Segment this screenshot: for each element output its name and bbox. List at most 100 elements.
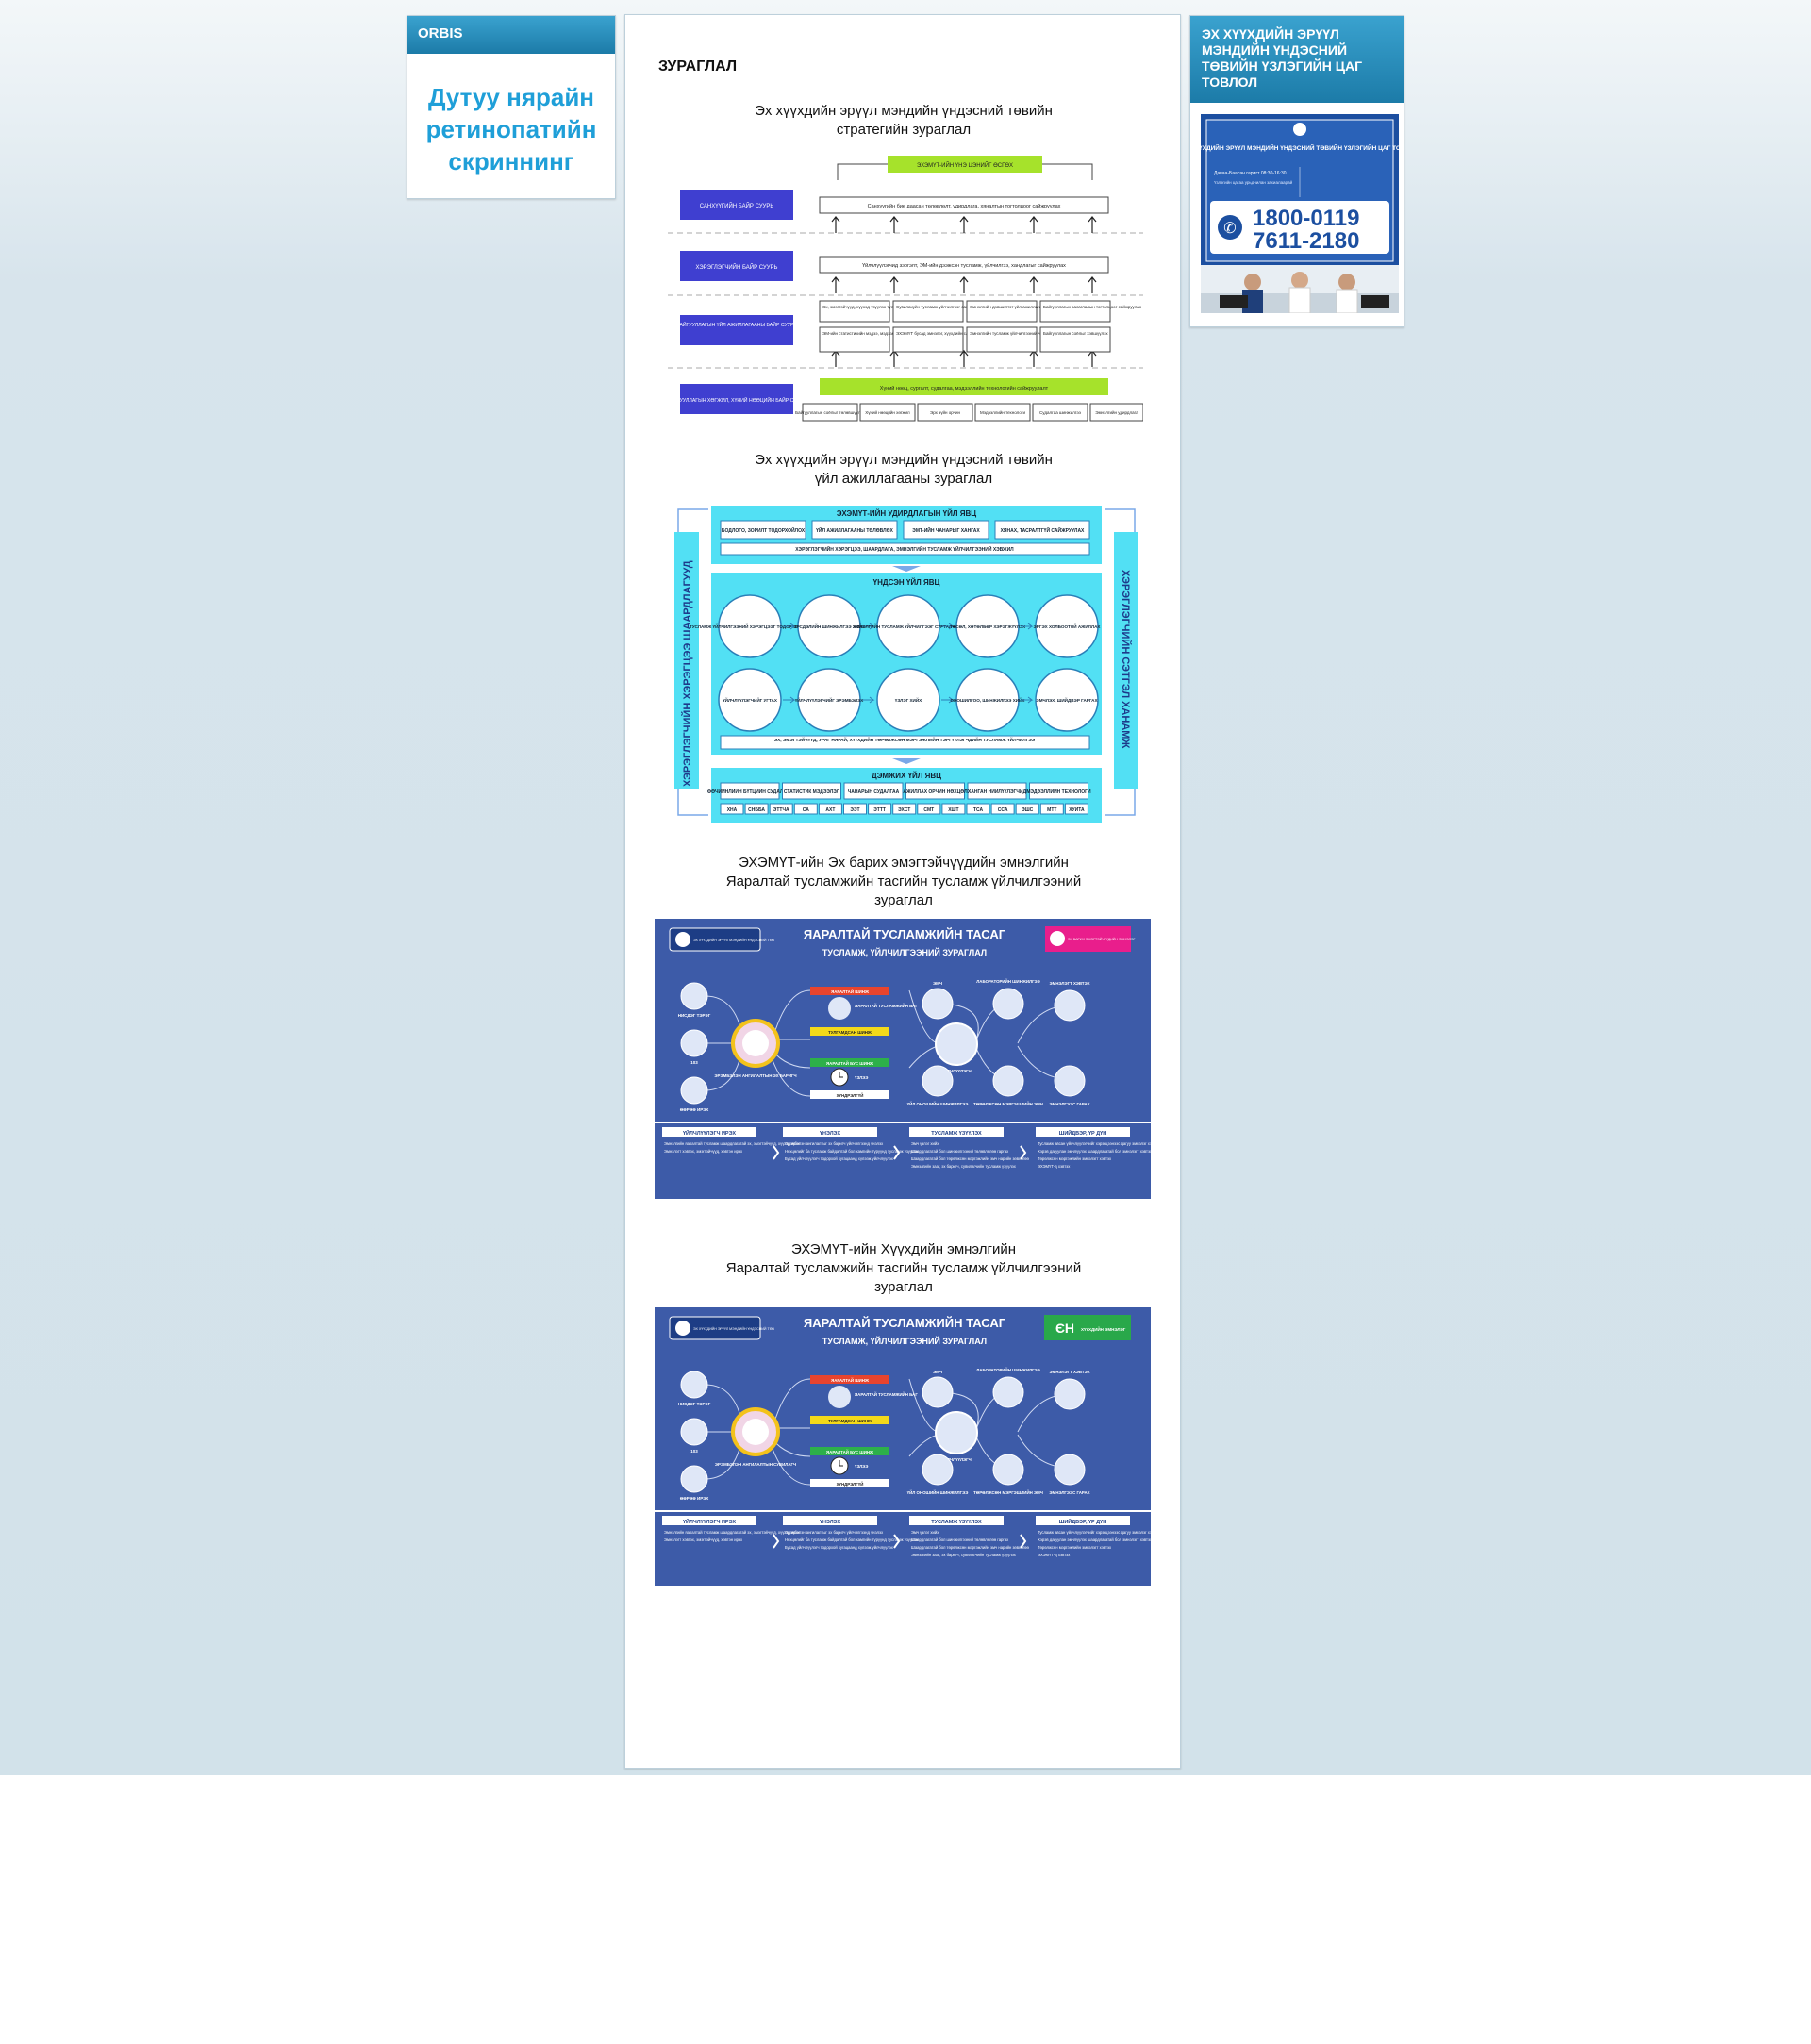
priority-bar (810, 1058, 889, 1067)
triage-label: ЭРЭМБЭЛЭН АНГИЛАЛТЫН СУВИЛАГЧ (715, 1462, 796, 1467)
step-tab (662, 1127, 756, 1137)
flow-line (772, 1378, 811, 1486)
figure-caption: ЭХЭМҮТ-ийн Эх барих эмэгтэйчүүдийн эмнэл… (625, 854, 1182, 910)
clock-hands (839, 1072, 843, 1078)
step-note: Төрөлжсөн мэргэжлийн эмнэлэгт хэвтэх (1038, 1545, 1112, 1550)
retinopathy-screening-link[interactable]: Дутуу нярайн ретинопатийн скриннинг (407, 54, 615, 177)
patient-label: ҮЙЛЧЛҮҮЛЭГЧ (941, 1069, 972, 1073)
infographic-background (655, 1307, 1151, 1586)
process-circle (1035, 668, 1099, 732)
figure-caption: Эх хүүхдийн эрүүл мэндийн үндэсний төвий… (625, 451, 1182, 489)
abbrev-box (917, 803, 941, 815)
caption-line: Яаралтай тусламжийн тасгийн тусламж үйлч… (725, 873, 1082, 889)
step-note: Эмч үзлэг хийх (911, 1530, 939, 1535)
role-label: ЭМНЭЛЭГТ ХЭВТЭХ (1049, 981, 1089, 986)
source-icon (680, 1029, 708, 1057)
abbrev-box (793, 803, 818, 815)
top-goal-box (888, 156, 1042, 173)
role-label: ТӨРӨЛЖСӨН МЭРГЭШЛИЙН ЭМЧ (973, 1490, 1043, 1495)
team-label: ЯАРАЛТАЙ ТУСЛАМЖИЙН БАГ (855, 1004, 918, 1008)
page-title: ЗУРАГЛАЛ (658, 58, 738, 75)
level-label: САНХҮҮГИЙН БАЙР СУУРЬ (700, 202, 774, 209)
support-box-label: ХАНГАН НИЙЛҮҮЛЭГЧИД (968, 788, 1027, 795)
support-box (906, 782, 965, 800)
process-circle-label: ЭМЧЛЭХ, ШИЙДВЭР ГАРГАХ (1036, 696, 1098, 703)
abbrev-box (966, 803, 990, 815)
source-label: 103 (690, 1060, 698, 1065)
process-circle (718, 668, 782, 732)
role-icon (992, 988, 1024, 1020)
step-tab (909, 1127, 1004, 1137)
priority-bar (810, 987, 889, 995)
figure-caption: ЭХЭМҮТ-ийн Хүүхдийн эмнэлгийн Яаралтай т… (625, 1240, 1182, 1297)
step-note: Нөхцөлийг ба тусламж байдалтай бол хамги… (785, 1537, 919, 1542)
step-label: ТУСЛАМЖ ҮЗҮҮЛЭХ (931, 1520, 982, 1525)
hotline-banner[interactable]: ЭХ ХҮҮХДИЙН ЭРҮҮЛ МЭНДИЙН ҮНДЭСНИЙ ТӨВИЙ… (1201, 114, 1399, 313)
abbrev-box (1039, 803, 1064, 815)
svg-text:Сувилахуйн тусламж үйлчилгээг: Сувилахуйн тусламж үйлчилгээг сайжруулах (896, 304, 985, 309)
process-circle-label: ҮЙЛЧЛҮҮЛЭГЧИЙГ УГТАХ (723, 696, 778, 703)
step-label: ҮНЭЛЭХ (820, 1131, 840, 1137)
caption-line: Эх хүүхдийн эрүүл мэндийн үндэсний төвий… (755, 452, 1053, 468)
step-note: Нөхцөлийг ба тусламж байдалтай бол хамги… (785, 1149, 919, 1154)
flow-line (908, 1378, 1071, 1469)
role-icon (1054, 1065, 1086, 1097)
abbrev-box (990, 803, 1015, 815)
role-icon (992, 1065, 1024, 1097)
maternity-badge-text: ЭХ БАРИХ ЭМЭГТЭЙЧҮҮДИЙН ЭМНЭЛЭГ (1068, 938, 1136, 941)
role-label: ҮЙЛ ОНОШИЙН ШИНЖИЛГЭЭ (907, 1490, 969, 1495)
orbis-panel-header: ORBIS (407, 16, 615, 54)
support-box (1029, 782, 1088, 800)
promo-line: Дутуу нярайн (427, 83, 595, 111)
triage-label: ЭРЭМБЭЛЭН АНГИЛАЛТЫН ЭХ БАРИГЧ (714, 1073, 796, 1078)
abbrev-box (1015, 803, 1039, 815)
process-circle-label: ОНОШИЛГОО, ШИНЖИЛГЭЭ ХИЙХ (951, 696, 1026, 703)
orbis-panel: ORBIS Дутуу нярайн ретинопатийн скриннин… (407, 15, 616, 199)
step-tab (909, 1516, 1004, 1525)
process-circle-label: ЭРСДЭЛИЙН ШИНЖИЛГЭЭ ХИЙХ (793, 623, 865, 629)
svg-text:Байгууллагын соёлыг хэвшүүлэх: Байгууллагын соёлыг хэвшүүлэх (1043, 330, 1108, 336)
step-chevron (773, 1145, 780, 1160)
step-chevron (893, 1145, 901, 1160)
source-icon (680, 1076, 708, 1105)
caption-line: Яаралтай тусламжийн тасгийн тусламж үйлч… (725, 1260, 1082, 1276)
process-circle (876, 668, 940, 732)
process-circle (955, 594, 1020, 658)
abbrev-label: ЭЭТ (850, 807, 859, 813)
role-icon (922, 1454, 954, 1486)
step-tab (1036, 1127, 1130, 1137)
appointment-panel-header: ЭХ ХҮҮХДИЙН ЭРҮҮЛ МЭНДИЙН ҮНДЭСНИЙ ТӨВИЙ… (1190, 16, 1404, 103)
infographic-subtitle: ТУСЛАМЖ, ҮЙЛЧИЛГЭЭНИЙ ЗУРАГЛАЛ (822, 1336, 987, 1346)
exam-label: ҮЗЛЭЭ (855, 1464, 868, 1469)
source-icon (680, 1371, 708, 1399)
exam-label: ҮЗЛЭЭ (855, 1075, 868, 1080)
customer-box-text: Үйлчлүүлэгчид зэргэлт, ЭМ-ийн дээжсэн ту… (862, 262, 1066, 269)
role-icon (1054, 989, 1086, 1022)
step-chevron (893, 1534, 901, 1549)
support-header: ДЭМЖИХ ҮЙЛ ЯВЦ (872, 772, 941, 780)
role-label: ЛАБОРАТОРИЙН ШИНЖИЛГЭЭ (976, 1368, 1040, 1372)
step-label: ҮЙЛЧЛҮҮЛЭГЧ ИРЭХ (683, 1129, 736, 1137)
step-note: ЭХЭМҮТ-д хэвтэх (1038, 1553, 1071, 1557)
caption-line: зураглал (874, 892, 933, 908)
role-icon (922, 1376, 954, 1408)
step-note: Шаардлагатай бол шинжилгээний төлөвлөлөө… (911, 1537, 1009, 1542)
priority-label: ЯАРАЛТАЙ ШИНЖ (831, 989, 869, 994)
logo-icon (675, 932, 690, 947)
phone-number: 1800-0119 (1253, 206, 1359, 231)
svg-text:Эх, эмэгтэйчүүд, хүүхэд үзүүлэ: Эх, эмэгтэйчүүд, хүүхэд үзүүлэх тусламж … (822, 304, 952, 309)
step-chevron (773, 1534, 780, 1549)
abbrev-label: СА (803, 807, 809, 813)
abbrev-label: МТТ (1047, 807, 1056, 813)
infographic-subtitle: ТУСЛАМЖ, ҮЙЛЧИЛГЭЭНИЙ ЗУРАГЛАЛ (822, 947, 987, 957)
caption-line: ЭХЭМҮТ-ийн Хүүхдийн эмнэлгийн (790, 1241, 1017, 1257)
strategy-map-diagram: ЭХЭМҮТ-ИЙН ҮНЭ ЦЭНИЙГ ӨСГӨХ САНХҮҮГИЙН Б… (668, 152, 1143, 425)
step-note: Төрөлжсөн мэргэжлийн эмнэлэгт хэвтэх (1038, 1156, 1112, 1161)
flow-arrow (783, 696, 796, 704)
process-circle-label: ҮЙЛЧЛҮҮЛЭГЧИЙГ ЭРЭМБЭЛЭХ (795, 696, 865, 703)
triage-person-icon (742, 1030, 769, 1056)
level-label: БАЙГУУЛЛАГЫН ҮЙЛ АЖИЛЛАГААНЫ БАЙР СУУРЬ (676, 321, 797, 328)
process-circle (1035, 594, 1099, 658)
flow-arrow (941, 623, 955, 630)
